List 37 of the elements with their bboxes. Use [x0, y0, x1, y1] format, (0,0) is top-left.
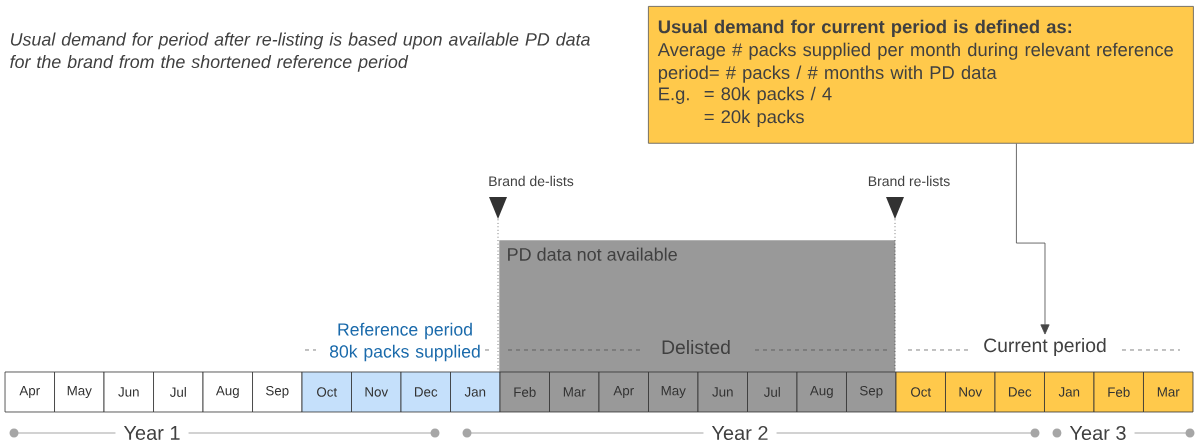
node-label: PD data not available: [508, 247, 677, 261]
month-cell: Jul: [153, 371, 204, 413]
month-cell: Jan: [450, 371, 501, 413]
month-cell: Dec: [994, 371, 1045, 413]
month-cell: Apr: [598, 371, 649, 413]
event-label: Brand de-lists: [489, 175, 574, 187]
event-label: Brand re-lists: [868, 175, 950, 187]
month-cell: Oct: [895, 371, 946, 413]
month-cell: Nov: [351, 371, 402, 413]
year-label: Year 1: [115, 424, 189, 442]
intro-note: Usual demand for period after re-listing is based upon available PD data for the brand from the shortened reference period: [10, 32, 590, 72]
month-cell: Oct: [301, 371, 352, 413]
month-cell: Mar: [1143, 371, 1194, 413]
month-cell: Aug: [202, 371, 253, 413]
month-cell: Jun: [697, 371, 748, 413]
month-cell: Jan: [1044, 371, 1095, 413]
month-cell: Feb: [1093, 371, 1144, 413]
month-cell: Jun: [103, 371, 154, 413]
definition-callout: Usual demand for current period is defined as: Average # packs supplied per month during relevant reference period= # packs / # months with PD data E.g. = 80k packs / 4 = 20k packs: [648, 6, 1194, 144]
month-cell: May: [648, 371, 699, 413]
month-cell: Mar: [549, 371, 600, 413]
month-cell: Sep: [252, 371, 303, 413]
month-cell: Nov: [945, 371, 996, 413]
year-label: Year 2: [703, 424, 777, 442]
year-label: Year 3: [1061, 424, 1135, 442]
month-cell: Sep: [846, 371, 897, 413]
month-cell: May: [54, 371, 105, 413]
delisted-period-box: PD data not available Delisted: [499, 240, 896, 373]
month-cell: Dec: [400, 371, 451, 413]
period-label: Current period: [984, 338, 1106, 356]
month-cell: Apr: [4, 371, 55, 413]
period-label: Reference period 80k packs supplied: [329, 322, 480, 362]
arrow: [1016, 143, 1050, 335]
month-cell: Jul: [747, 371, 798, 413]
month-cell: Feb: [499, 371, 550, 413]
node-label: Delisted: [662, 339, 730, 355]
month-cell: Aug: [796, 371, 847, 413]
